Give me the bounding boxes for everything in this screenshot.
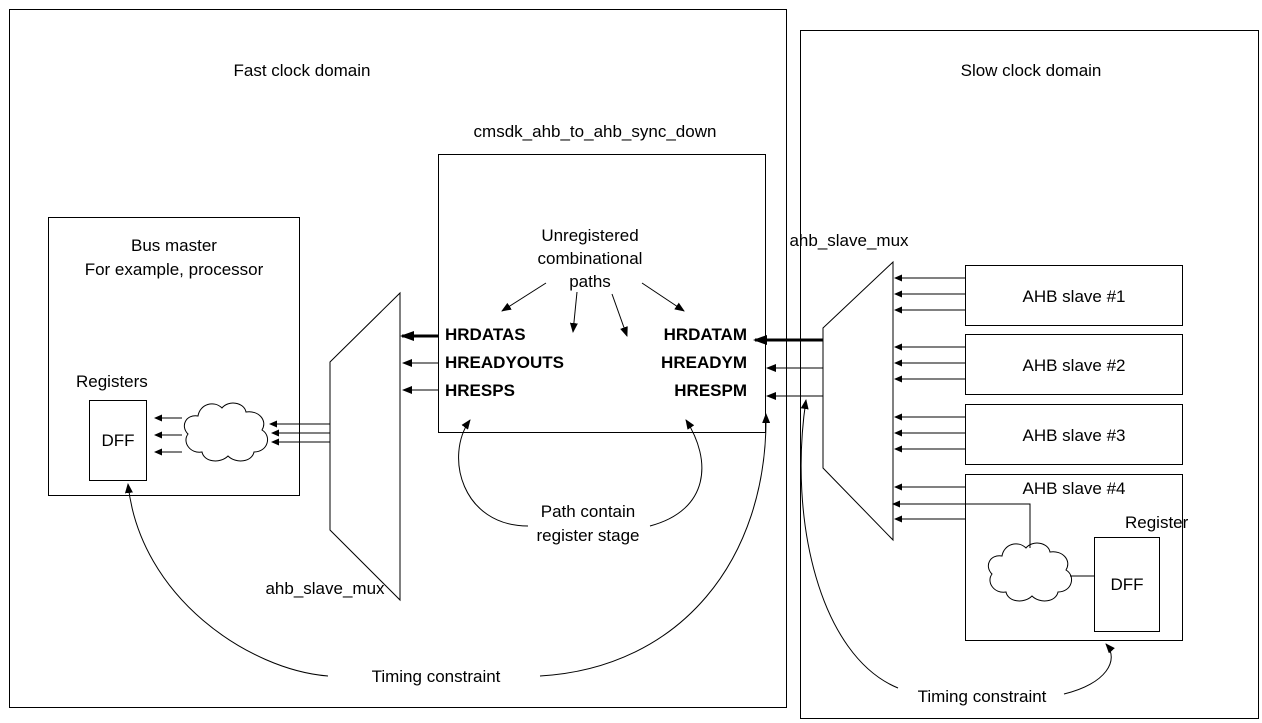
- bridge-title: cmsdk_ahb_to_ahb_sync_down: [474, 122, 717, 141]
- right-ahb-slave-mux: [822, 260, 894, 542]
- ahb-slave-1: [965, 265, 1183, 326]
- bus-master-dff: [89, 400, 147, 481]
- signal-hreadyouts: HREADYOUTS: [445, 353, 564, 372]
- unregistered-arrow-1: [501, 282, 547, 312]
- path-note-line-1: Path contain: [541, 502, 636, 521]
- timing-curve-slow-right: [1063, 643, 1115, 695]
- ahb-slave-2-label: AHB slave #2: [1023, 356, 1126, 375]
- timing-constraint-slow: Timing constraint: [918, 687, 1047, 706]
- timing-constraint-fast: Timing constraint: [372, 667, 501, 686]
- slow-domain-title: Slow clock domain: [961, 61, 1102, 80]
- left-ahb-slave-mux: [329, 291, 401, 602]
- ahb-slave-3: [965, 404, 1183, 465]
- signal-hrespm: HRESPM: [674, 381, 747, 400]
- cloud-to-mux-line: [892, 500, 1031, 548]
- fast-domain-title: Fast clock domain: [234, 61, 371, 80]
- ahb-slave-2: [965, 334, 1183, 395]
- signal-hresps: HRESPS: [445, 381, 515, 400]
- bridge-block: [438, 154, 766, 433]
- bus-master-dff-label: DFF: [101, 431, 134, 450]
- bus-master-title-2: For example, processor: [85, 260, 264, 279]
- signal-hrdatas: HRDATAS: [445, 325, 526, 344]
- ahb-slave-1-label: AHB slave #1: [1023, 287, 1126, 306]
- unregistered-arrow-3: [611, 293, 628, 337]
- bridge-note-line-3: paths: [569, 272, 611, 291]
- register-stage-curve-right: [649, 419, 703, 527]
- slave-to-mux-arrows: [894, 274, 965, 523]
- timing-curve-slow-left: [800, 399, 899, 689]
- combinational-logic-cloud: [183, 402, 269, 462]
- registers-label: Registers: [76, 372, 148, 391]
- right-mux-label: ahb_slave_mux: [789, 231, 909, 250]
- register-stage-curve-left: [458, 419, 529, 527]
- left-mux-label: ahb_slave_mux: [265, 579, 385, 598]
- slave4-dff-label: DFF: [1110, 575, 1143, 594]
- timing-curve-fast-left: [124, 483, 329, 677]
- slave4-dff: [1094, 537, 1160, 632]
- timing-curve-fast-right: [539, 413, 771, 677]
- slave4-register-label: Register: [1125, 513, 1189, 532]
- path-note-line-2: register stage: [537, 526, 640, 545]
- ahb-slave-4-label: AHB slave #4: [1023, 479, 1126, 498]
- unregistered-arrow-4: [641, 282, 685, 312]
- bridge-note-line-2: combinational: [538, 249, 643, 268]
- slave4-combinational-cloud: [987, 542, 1073, 602]
- signal-hrdatam: HRDATAM: [664, 325, 747, 344]
- unregistered-arrow-2: [569, 291, 578, 333]
- signal-hreadym: HREADYM: [661, 353, 747, 372]
- bus-master-title-1: Bus master: [131, 236, 217, 255]
- bridge-note-line-1: Unregistered: [541, 226, 638, 245]
- ahb-slave-3-label: AHB slave #3: [1023, 426, 1126, 445]
